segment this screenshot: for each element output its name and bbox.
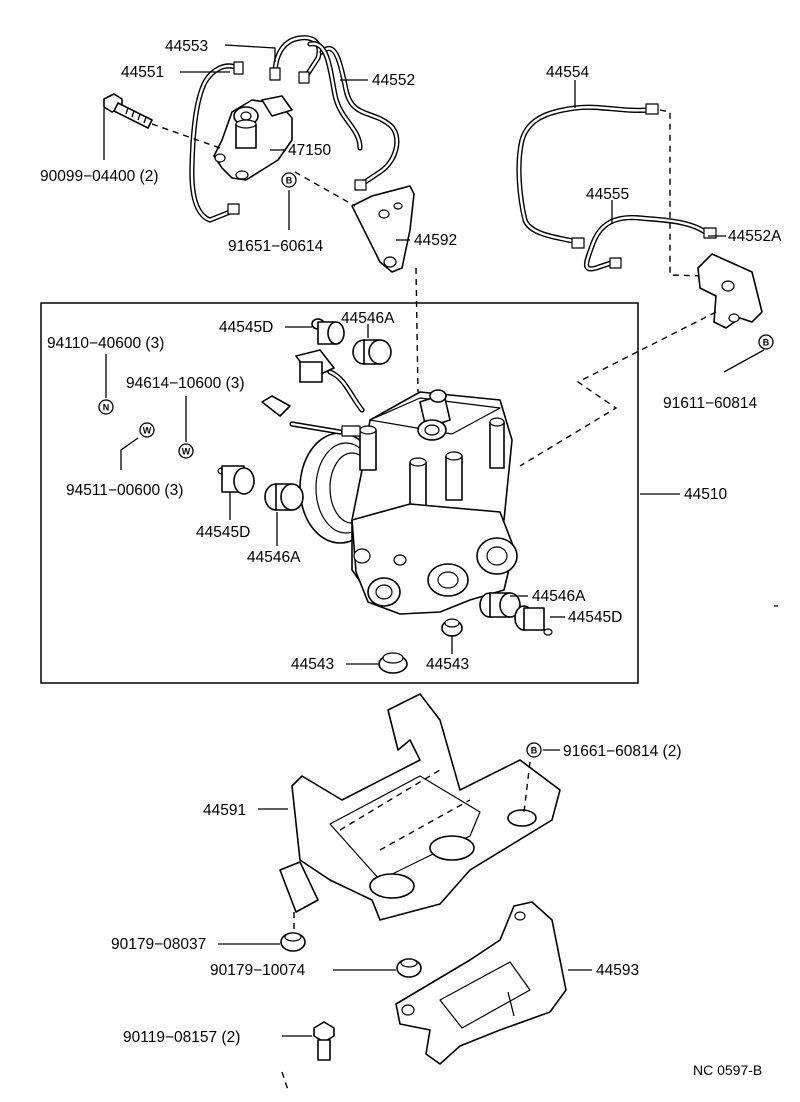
brake-tube-44552 xyxy=(319,45,400,191)
label-44591: 44591 xyxy=(203,802,246,819)
brake-tube-44551 xyxy=(189,61,244,223)
brake-tube-44555 xyxy=(583,214,717,272)
label-90179-10074: 90179−10074 xyxy=(210,962,306,979)
label-44592: 44592 xyxy=(414,232,457,249)
nut-90179-10074 xyxy=(396,958,422,978)
label-44546A-top: 44546A xyxy=(341,310,395,327)
label-90119-08157: 90119−08157 (2) xyxy=(123,1029,240,1046)
tag-w-94511: W xyxy=(139,422,155,438)
grommet-44546A-top xyxy=(352,339,392,365)
label-94110-40600: 94110−40600 (3) xyxy=(47,335,164,352)
label-44552: 44552 xyxy=(372,72,415,89)
label-91661-60814: 91661−60814 (2) xyxy=(563,743,682,760)
label-94614-10600: 94614−10600 (3) xyxy=(126,375,245,392)
label-91651-60614: 91651−60614 xyxy=(228,238,324,255)
label-44543-left: 44543 xyxy=(291,656,334,673)
wire-harness-connectors xyxy=(261,349,365,437)
label-44553: 44553 xyxy=(165,38,208,55)
label-90179-08037: 90179−08037 xyxy=(111,936,206,953)
bolt-90099-04400 xyxy=(103,93,153,129)
tag-w-94614: W xyxy=(178,443,194,459)
svg-text:W: W xyxy=(143,426,152,436)
tag-b-91611: B xyxy=(758,334,774,350)
grommet-44543-left xyxy=(378,652,408,674)
label-44555: 44555 xyxy=(586,186,629,203)
cap-44545D-top xyxy=(311,318,345,345)
bolt-90119-08157 xyxy=(313,1021,335,1061)
label-44546A-right: 44546A xyxy=(532,588,586,605)
svg-text:B: B xyxy=(531,746,538,756)
label-44546A-left: 44546A xyxy=(247,549,301,566)
abs-actuator-44510 xyxy=(299,389,518,615)
label-44510: 44510 xyxy=(684,486,727,503)
nut-90179-08037 xyxy=(280,912,306,952)
label-44552A: 44552A xyxy=(728,228,782,245)
bracket-44592 xyxy=(351,185,415,273)
label-44545D-top: 44545D xyxy=(219,319,273,336)
label-44551: 44551 xyxy=(121,64,164,81)
cap-44545D-right xyxy=(514,605,553,636)
svg-text:W: W xyxy=(182,447,191,457)
label-94511-00600: 94511−00600 (3) xyxy=(66,482,183,499)
bracket-44552A xyxy=(697,253,763,329)
cap-44545D-left xyxy=(217,465,255,495)
brake-tube-44552-inner xyxy=(307,41,363,151)
grommet-44543-right xyxy=(441,618,463,637)
label-44543-right: 44543 xyxy=(426,656,469,673)
label-44593: 44593 xyxy=(596,962,639,979)
leader-lines xyxy=(103,44,765,1037)
brake-tube-44553 xyxy=(269,35,322,84)
svg-text:B: B xyxy=(286,176,293,186)
tag-b-91661: B xyxy=(526,742,542,758)
svg-text:N: N xyxy=(103,403,110,413)
brake-tube-44554 xyxy=(516,103,659,249)
part-labels: 44553 44551 44552 47150 90099−04400 (2) … xyxy=(40,38,782,1078)
label-47150: 47150 xyxy=(288,142,331,159)
bracket-44591 xyxy=(279,693,561,921)
svg-text:B: B xyxy=(763,338,770,348)
tag-b-91651: B xyxy=(281,172,297,188)
label-44554: 44554 xyxy=(546,64,589,81)
bracket-44593 xyxy=(281,901,567,1091)
grommet-44546A-left xyxy=(264,483,304,511)
label-44545D-left: 44545D xyxy=(196,524,250,541)
actuator-assembly-frame xyxy=(40,302,639,684)
label-91611-60814: 91611−60814 xyxy=(663,395,757,412)
proportioning-valve-47150 xyxy=(213,95,293,181)
label-90099-04400: 90099−04400 (2) xyxy=(40,168,159,185)
tag-n-94110: N xyxy=(98,399,114,415)
grommet-44546A-right xyxy=(479,592,521,618)
drawing-code: NC 0597-B xyxy=(693,1062,762,1078)
label-44545D-right: 44545D xyxy=(568,609,622,626)
